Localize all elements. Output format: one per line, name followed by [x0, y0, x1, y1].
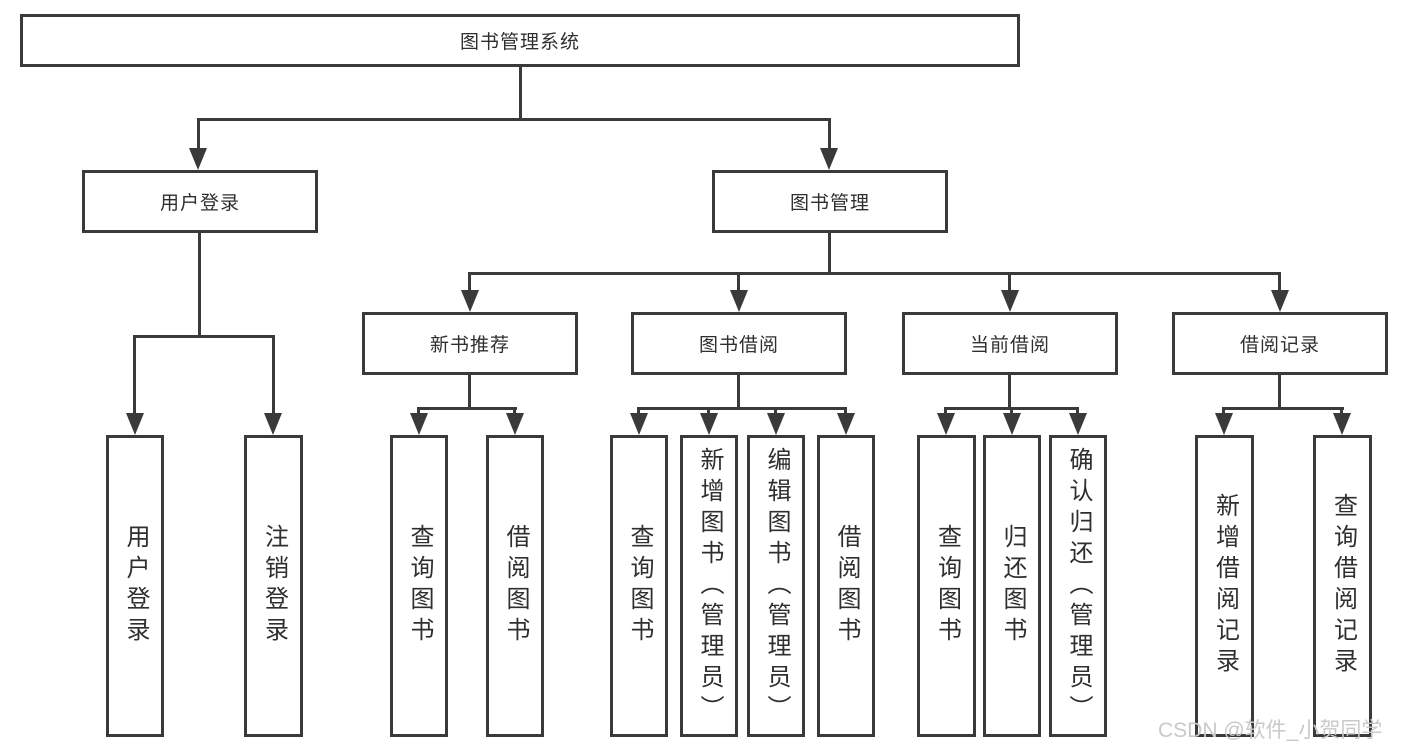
connector-line	[844, 407, 847, 417]
leaf-user-login: 用户登录	[106, 435, 164, 737]
arrow-down-icon	[767, 413, 785, 435]
leaf-label: 查询图书	[406, 524, 433, 648]
node-label: 图书管理系统	[459, 32, 580, 53]
connector-line	[1340, 407, 1343, 417]
arrow-down-icon	[730, 290, 748, 312]
connector-line	[637, 407, 640, 417]
arrow-down-icon	[1271, 290, 1289, 312]
node-borrowing-records: 借阅记录	[1172, 312, 1388, 375]
arrow-down-icon	[1069, 413, 1087, 435]
connector-line	[1222, 407, 1225, 417]
arrow-down-icon	[1333, 413, 1351, 435]
arrow-down-icon	[506, 413, 524, 435]
node-label: 用户登录	[159, 193, 240, 214]
leaf-label: 借阅图书	[502, 524, 529, 648]
connector-line	[198, 118, 831, 121]
connector-line	[513, 407, 516, 417]
leaf-label: 查询图书	[626, 524, 653, 648]
leaf-logout: 注销登录	[244, 435, 303, 737]
connector-line	[1278, 272, 1281, 294]
connector-line	[1008, 272, 1011, 294]
connector-line	[418, 407, 517, 410]
leaf-edit-book-admin: 编辑图书（管理员）	[747, 435, 805, 737]
connector-line	[469, 272, 1281, 275]
node-user-login: 用户登录	[82, 170, 318, 233]
node-new-book-recommendation: 新书推荐	[362, 312, 578, 375]
leaf-label: 查询图书	[933, 524, 961, 648]
leaf-add-book-admin: 新增图书（管理员）	[680, 435, 738, 737]
arrow-down-icon	[837, 413, 855, 435]
leaf-label: 编辑图书（管理员）	[763, 446, 790, 726]
connector-line	[1223, 407, 1344, 410]
arrow-down-icon	[461, 290, 479, 312]
node-library-management-system: 图书管理系统	[20, 14, 1020, 67]
connector-line	[134, 335, 275, 338]
connector-line	[638, 407, 847, 410]
connector-line	[468, 272, 471, 294]
node-label: 借阅记录	[1239, 335, 1320, 356]
connector-line	[197, 118, 200, 152]
arrow-down-icon	[1003, 413, 1021, 435]
connector-line	[1278, 375, 1281, 407]
arrow-down-icon	[1001, 290, 1019, 312]
connector-line	[133, 335, 136, 415]
leaf-label: 用户登录	[122, 524, 149, 648]
connector-line	[519, 67, 522, 118]
node-label: 图书管理	[789, 193, 870, 214]
connector-line	[272, 335, 275, 415]
leaf-query-borrow-record: 查询借阅记录	[1313, 435, 1372, 737]
arrow-down-icon	[126, 413, 144, 435]
arrow-down-icon	[264, 413, 282, 435]
connector-line	[737, 375, 740, 407]
connector-line	[1076, 407, 1079, 417]
leaf-label: 注销登录	[260, 524, 288, 648]
arrow-down-icon	[820, 148, 838, 170]
connector-line	[707, 407, 710, 417]
connector-line	[737, 272, 740, 294]
connector-line	[1008, 375, 1011, 407]
leaf-borrow-books-recommend: 借阅图书	[486, 435, 544, 737]
connector-line	[944, 407, 947, 417]
leaf-confirm-return-admin: 确认归还（管理员）	[1049, 435, 1107, 737]
arrow-down-icon	[410, 413, 428, 435]
leaf-query-books-borrow: 查询图书	[610, 435, 668, 737]
leaf-query-books-recommend: 查询图书	[390, 435, 448, 737]
node-book-borrowing: 图书借阅	[631, 312, 847, 375]
leaf-query-books-current: 查询图书	[917, 435, 976, 737]
arrow-down-icon	[700, 413, 718, 435]
leaf-label: 新增图书（管理员）	[696, 446, 723, 726]
connector-line	[1010, 407, 1013, 417]
leaf-label: 查询借阅记录	[1329, 493, 1357, 679]
connector-line	[828, 233, 831, 272]
connector-line	[417, 407, 420, 417]
leaf-label: 新增借阅记录	[1211, 493, 1239, 679]
arrow-down-icon	[937, 413, 955, 435]
leaf-label: 借阅图书	[833, 524, 860, 648]
connector-line	[828, 118, 831, 152]
node-label: 当前借阅	[969, 335, 1050, 356]
node-label: 新书推荐	[429, 335, 510, 356]
leaf-label: 归还图书	[999, 524, 1026, 648]
arrow-down-icon	[1215, 413, 1233, 435]
arrow-down-icon	[630, 413, 648, 435]
leaf-return-books: 归还图书	[983, 435, 1041, 737]
connector-line	[774, 407, 777, 417]
connector-line	[468, 375, 471, 407]
leaf-label: 确认归还（管理员）	[1065, 446, 1092, 726]
arrow-down-icon	[189, 148, 207, 170]
csdn-watermark: CSDN @软件_小贺同学	[1158, 719, 1383, 742]
node-current-borrowing: 当前借阅	[902, 312, 1118, 375]
leaf-borrow-books: 借阅图书	[817, 435, 875, 737]
connector-line	[198, 233, 201, 335]
node-book-management: 图书管理	[712, 170, 948, 233]
leaf-add-borrow-record: 新增借阅记录	[1195, 435, 1254, 737]
node-label: 图书借阅	[698, 335, 779, 356]
